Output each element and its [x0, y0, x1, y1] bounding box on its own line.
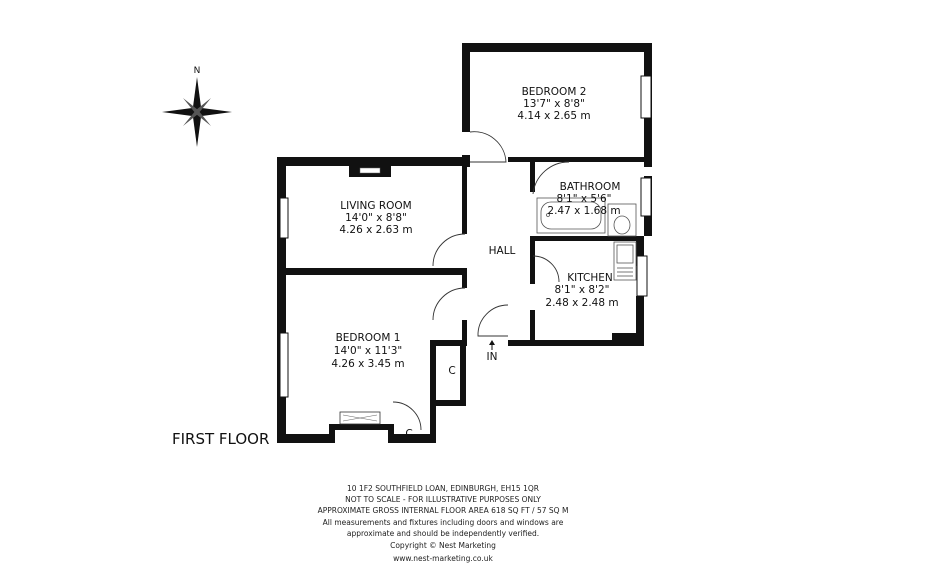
- bath-icon: [536, 197, 606, 234]
- kitchen-sink-icon: [613, 241, 637, 281]
- room-name: BEDROOM 2: [522, 86, 587, 98]
- cupboard-label: C: [448, 365, 455, 377]
- entrance-arrow-icon: [489, 340, 495, 350]
- door-swings: [392, 131, 570, 431]
- room-dim-metric: 4.26 x 2.63 m: [339, 224, 412, 236]
- room-living-room: LIVING ROOM 14'0" x 8'8" 4.26 x 2.63 m: [339, 200, 412, 236]
- compass-icon: [162, 77, 232, 147]
- footer-notes: 10 1F2 SOUTHFIELD LOAN, EDINBURGH, EH15 …: [318, 484, 569, 563]
- walls: [277, 43, 652, 443]
- room-dim-metric: 4.26 x 3.45 m: [331, 358, 404, 370]
- room-dim-metric: 4.14 x 2.65 m: [517, 110, 590, 122]
- footer-line: APPROXIMATE GROSS INTERNAL FLOOR AREA 61…: [318, 506, 569, 515]
- footer-line: www.nest-marketing.co.uk: [393, 554, 493, 563]
- compass-north-label: N: [194, 66, 201, 76]
- floor-label: FIRST FLOOR: [172, 430, 269, 448]
- room-dim-metric: 2.47 x 1.68 m: [547, 205, 620, 217]
- room-dim-metric: 2.48 x 2.48 m: [545, 297, 618, 309]
- room-dim-imperial: 13'7" x 8'8": [523, 98, 585, 110]
- footer-line: 10 1F2 SOUTHFIELD LOAN, EDINBURGH, EH15 …: [347, 484, 539, 493]
- footer-line: NOT TO SCALE - FOR ILLUSTRATIVE PURPOSES…: [345, 495, 541, 504]
- room-name: KITCHEN: [567, 272, 613, 284]
- fireplace-icons: [339, 166, 391, 425]
- footer-line: Copyright © Nest Marketing: [390, 541, 496, 550]
- footer-line: approximate and should be independently …: [347, 529, 539, 538]
- room-name: BEDROOM 1: [336, 332, 401, 344]
- room-bathroom: BATHROOM 8'1" x 5'6" 2.47 x 1.68 m: [547, 181, 620, 217]
- windows: [279, 75, 652, 398]
- entrance-label: IN: [487, 351, 498, 363]
- hall-label: HALL: [489, 245, 516, 257]
- room-dim-imperial: 8'1" x 8'2": [554, 284, 609, 296]
- footer-line: All measurements and fixtures including …: [323, 518, 564, 527]
- room-kitchen: KITCHEN 8'1" x 8'2" 2.48 x 2.48 m: [545, 272, 618, 309]
- room-dim-imperial: 8'1" x 5'6": [556, 193, 611, 205]
- sink-icon: [607, 203, 637, 237]
- room-bedroom-2: BEDROOM 2 13'7" x 8'8" 4.14 x 2.65 m: [517, 86, 590, 122]
- room-dim-imperial: 14'0" x 8'8": [345, 212, 407, 224]
- room-dim-imperial: 14'0" x 11'3": [334, 345, 402, 357]
- cupboard-label: C: [405, 428, 412, 440]
- room-name: BATHROOM: [560, 181, 621, 193]
- room-name: LIVING ROOM: [340, 200, 411, 212]
- room-bedroom-1: BEDROOM 1 14'0" x 11'3" 4.26 x 3.45 m: [331, 332, 404, 370]
